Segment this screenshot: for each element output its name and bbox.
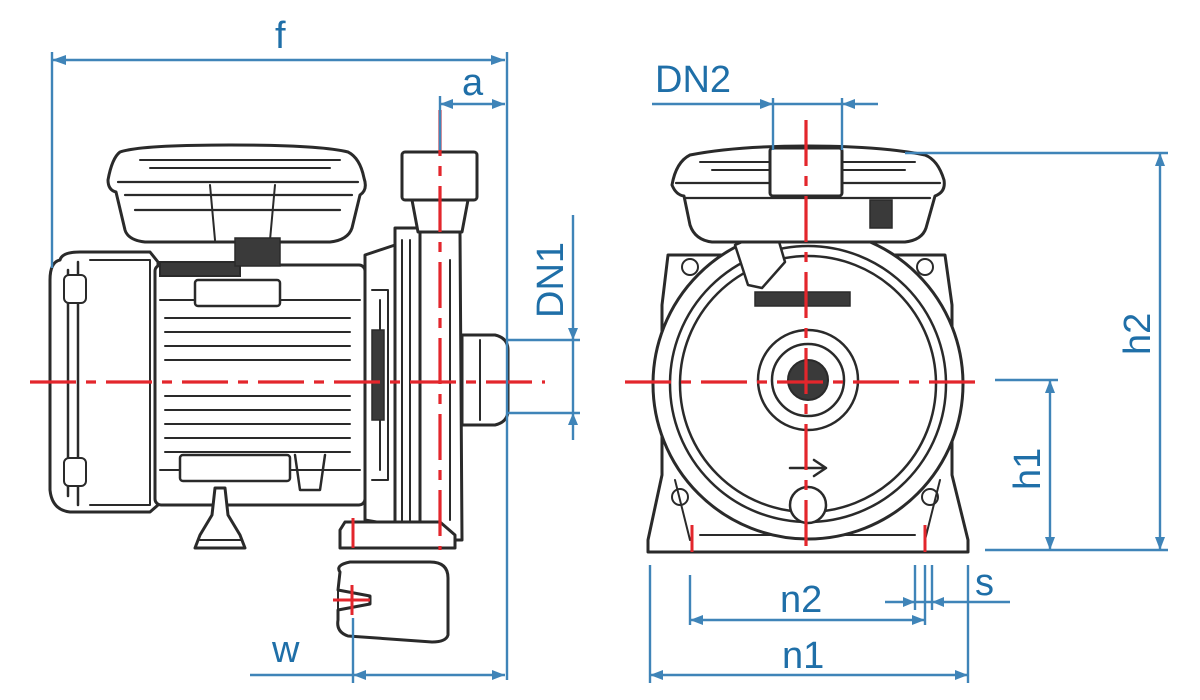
dimension-n2 <box>688 565 927 625</box>
label-w: w <box>271 629 300 671</box>
dimension-dn1 <box>508 215 580 440</box>
motor-foot <box>193 486 247 550</box>
label-s: s <box>975 562 994 604</box>
side-view-centerlines <box>30 110 545 615</box>
foot-slot-detail <box>336 560 450 644</box>
label-a: a <box>462 62 484 104</box>
dimension-h2 <box>905 151 1168 552</box>
dimension-dn2 <box>652 98 878 150</box>
dimension-f <box>50 52 509 680</box>
dimension-s <box>885 565 1010 610</box>
pump-bracket <box>363 226 422 542</box>
side-view <box>30 52 580 683</box>
pump-base <box>338 520 457 550</box>
label-dn2: DN2 <box>655 59 731 101</box>
label-dn1: DN1 <box>530 242 572 318</box>
volute-casing <box>651 226 965 541</box>
label-f: f <box>275 15 286 57</box>
cooling-fins <box>164 317 351 453</box>
dimension-w <box>250 618 505 683</box>
dimension-h1 <box>995 378 1058 550</box>
pump-casing <box>418 213 510 542</box>
terminal-box <box>106 143 367 267</box>
label-n1: n1 <box>782 635 824 677</box>
label-h2: h2 <box>1117 313 1159 355</box>
front-view-centerlines <box>625 120 985 555</box>
front-view <box>625 98 1168 683</box>
dimension-a <box>438 96 505 150</box>
label-h1: h1 <box>1007 448 1049 490</box>
dimension-n1 <box>648 565 970 683</box>
dimension-labels: f a DN1 w DN2 h2 h1 n2 s n1 <box>271 15 1159 677</box>
terminal-box-front <box>670 144 946 244</box>
label-n2: n2 <box>780 579 822 621</box>
